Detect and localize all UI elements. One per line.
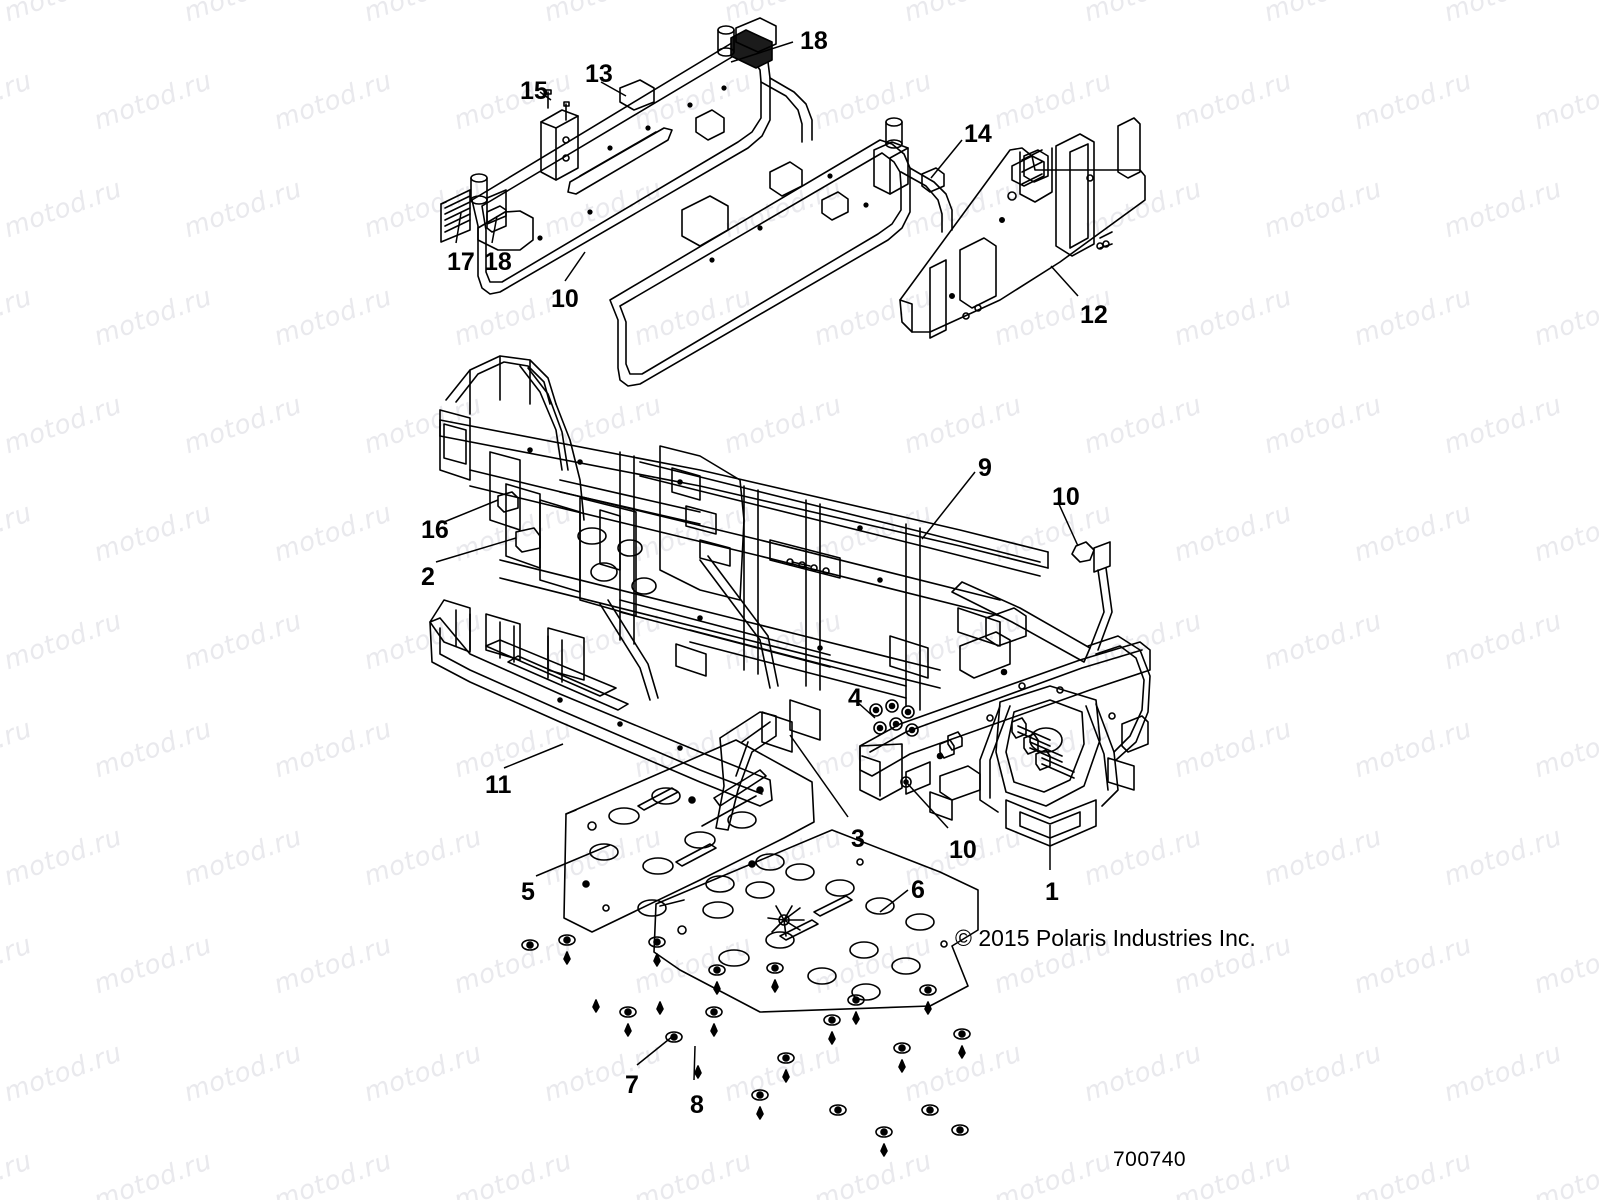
- leader-line-2-11: [435, 537, 517, 563]
- leader-line-10-9: [1057, 501, 1079, 547]
- callout-number-10-6[interactable]: 10: [551, 285, 579, 313]
- callout-number-10-9[interactable]: 10: [1052, 483, 1080, 511]
- callout-number-5-17[interactable]: 5: [521, 878, 535, 906]
- leader-line-13-1: [600, 81, 627, 97]
- bracket-cluster-17-18: [440, 173, 507, 243]
- leader-line-12-7: [1050, 265, 1079, 297]
- part-number-label: 700740: [1113, 1148, 1187, 1171]
- skid-plate-5: [563, 739, 815, 933]
- leader-line-3-14: [789, 734, 849, 818]
- leader-line-6-18: [879, 889, 909, 913]
- rod-assembly-10-right: [951, 541, 1113, 663]
- leader-line-5-17: [535, 844, 611, 877]
- callout-number-9-8[interactable]: 9: [978, 454, 992, 482]
- callout-number-17-4[interactable]: 17: [447, 248, 475, 276]
- leader-line-11-13: [503, 743, 564, 769]
- callout-number-14-3[interactable]: 14: [964, 120, 992, 148]
- skid-plate-6: [653, 829, 979, 1013]
- leader-line-17-4: [455, 212, 462, 244]
- rear-subframe-12: [899, 117, 1146, 339]
- callout-number-2-11[interactable]: 2: [421, 563, 435, 591]
- leader-line-18-0: [730, 41, 794, 63]
- callout-number-12-7[interactable]: 12: [1080, 301, 1108, 329]
- callout-leader-lines: [435, 41, 1079, 1081]
- callout-number-15-2[interactable]: 15: [520, 77, 548, 105]
- callout-number-18-0[interactable]: 18: [800, 27, 828, 55]
- leader-line-14-3: [930, 139, 963, 179]
- leader-line-10-6: [564, 251, 586, 282]
- callout-number-4-12[interactable]: 4: [848, 684, 862, 712]
- fastener-field-7-8: [521, 934, 971, 1157]
- callout-number-6-18[interactable]: 6: [911, 876, 925, 904]
- main-frame-assembly: [439, 355, 1049, 753]
- callout-number-18-5[interactable]: 18: [484, 248, 512, 276]
- fastener-group-3: [939, 717, 1075, 779]
- leader-line-4-12: [854, 699, 876, 719]
- callout-number-13-1[interactable]: 13: [585, 60, 613, 88]
- callout-number-10-15[interactable]: 10: [949, 836, 977, 864]
- callout-number-1-16[interactable]: 1: [1045, 878, 1059, 906]
- leader-line-15-2: [539, 91, 552, 101]
- upper-box-frame-rear: [471, 17, 813, 295]
- copyright-notice: © 2015 Polaris Industries Inc.: [955, 925, 1256, 951]
- callout-number-3-14[interactable]: 3: [851, 825, 865, 853]
- callout-number-11-13[interactable]: 11: [485, 771, 512, 799]
- callout-number-7-19[interactable]: 7: [625, 1071, 639, 1099]
- leader-line-16-10: [443, 499, 499, 523]
- fastener-group-4: [869, 699, 919, 737]
- upper-box-frame-front: [609, 117, 953, 387]
- front-frame-1: [859, 607, 1151, 847]
- callout-number-16-10[interactable]: 16: [421, 516, 449, 544]
- leader-line-7-19: [636, 1035, 674, 1066]
- side-rail-11: [429, 599, 777, 831]
- leader-line-8-20: [693, 1045, 696, 1081]
- callout-number-8-20[interactable]: 8: [690, 1091, 704, 1119]
- leader-line-18-5: [491, 215, 498, 244]
- leader-line-9-8: [921, 471, 976, 540]
- leader-line-10-15: [906, 782, 949, 829]
